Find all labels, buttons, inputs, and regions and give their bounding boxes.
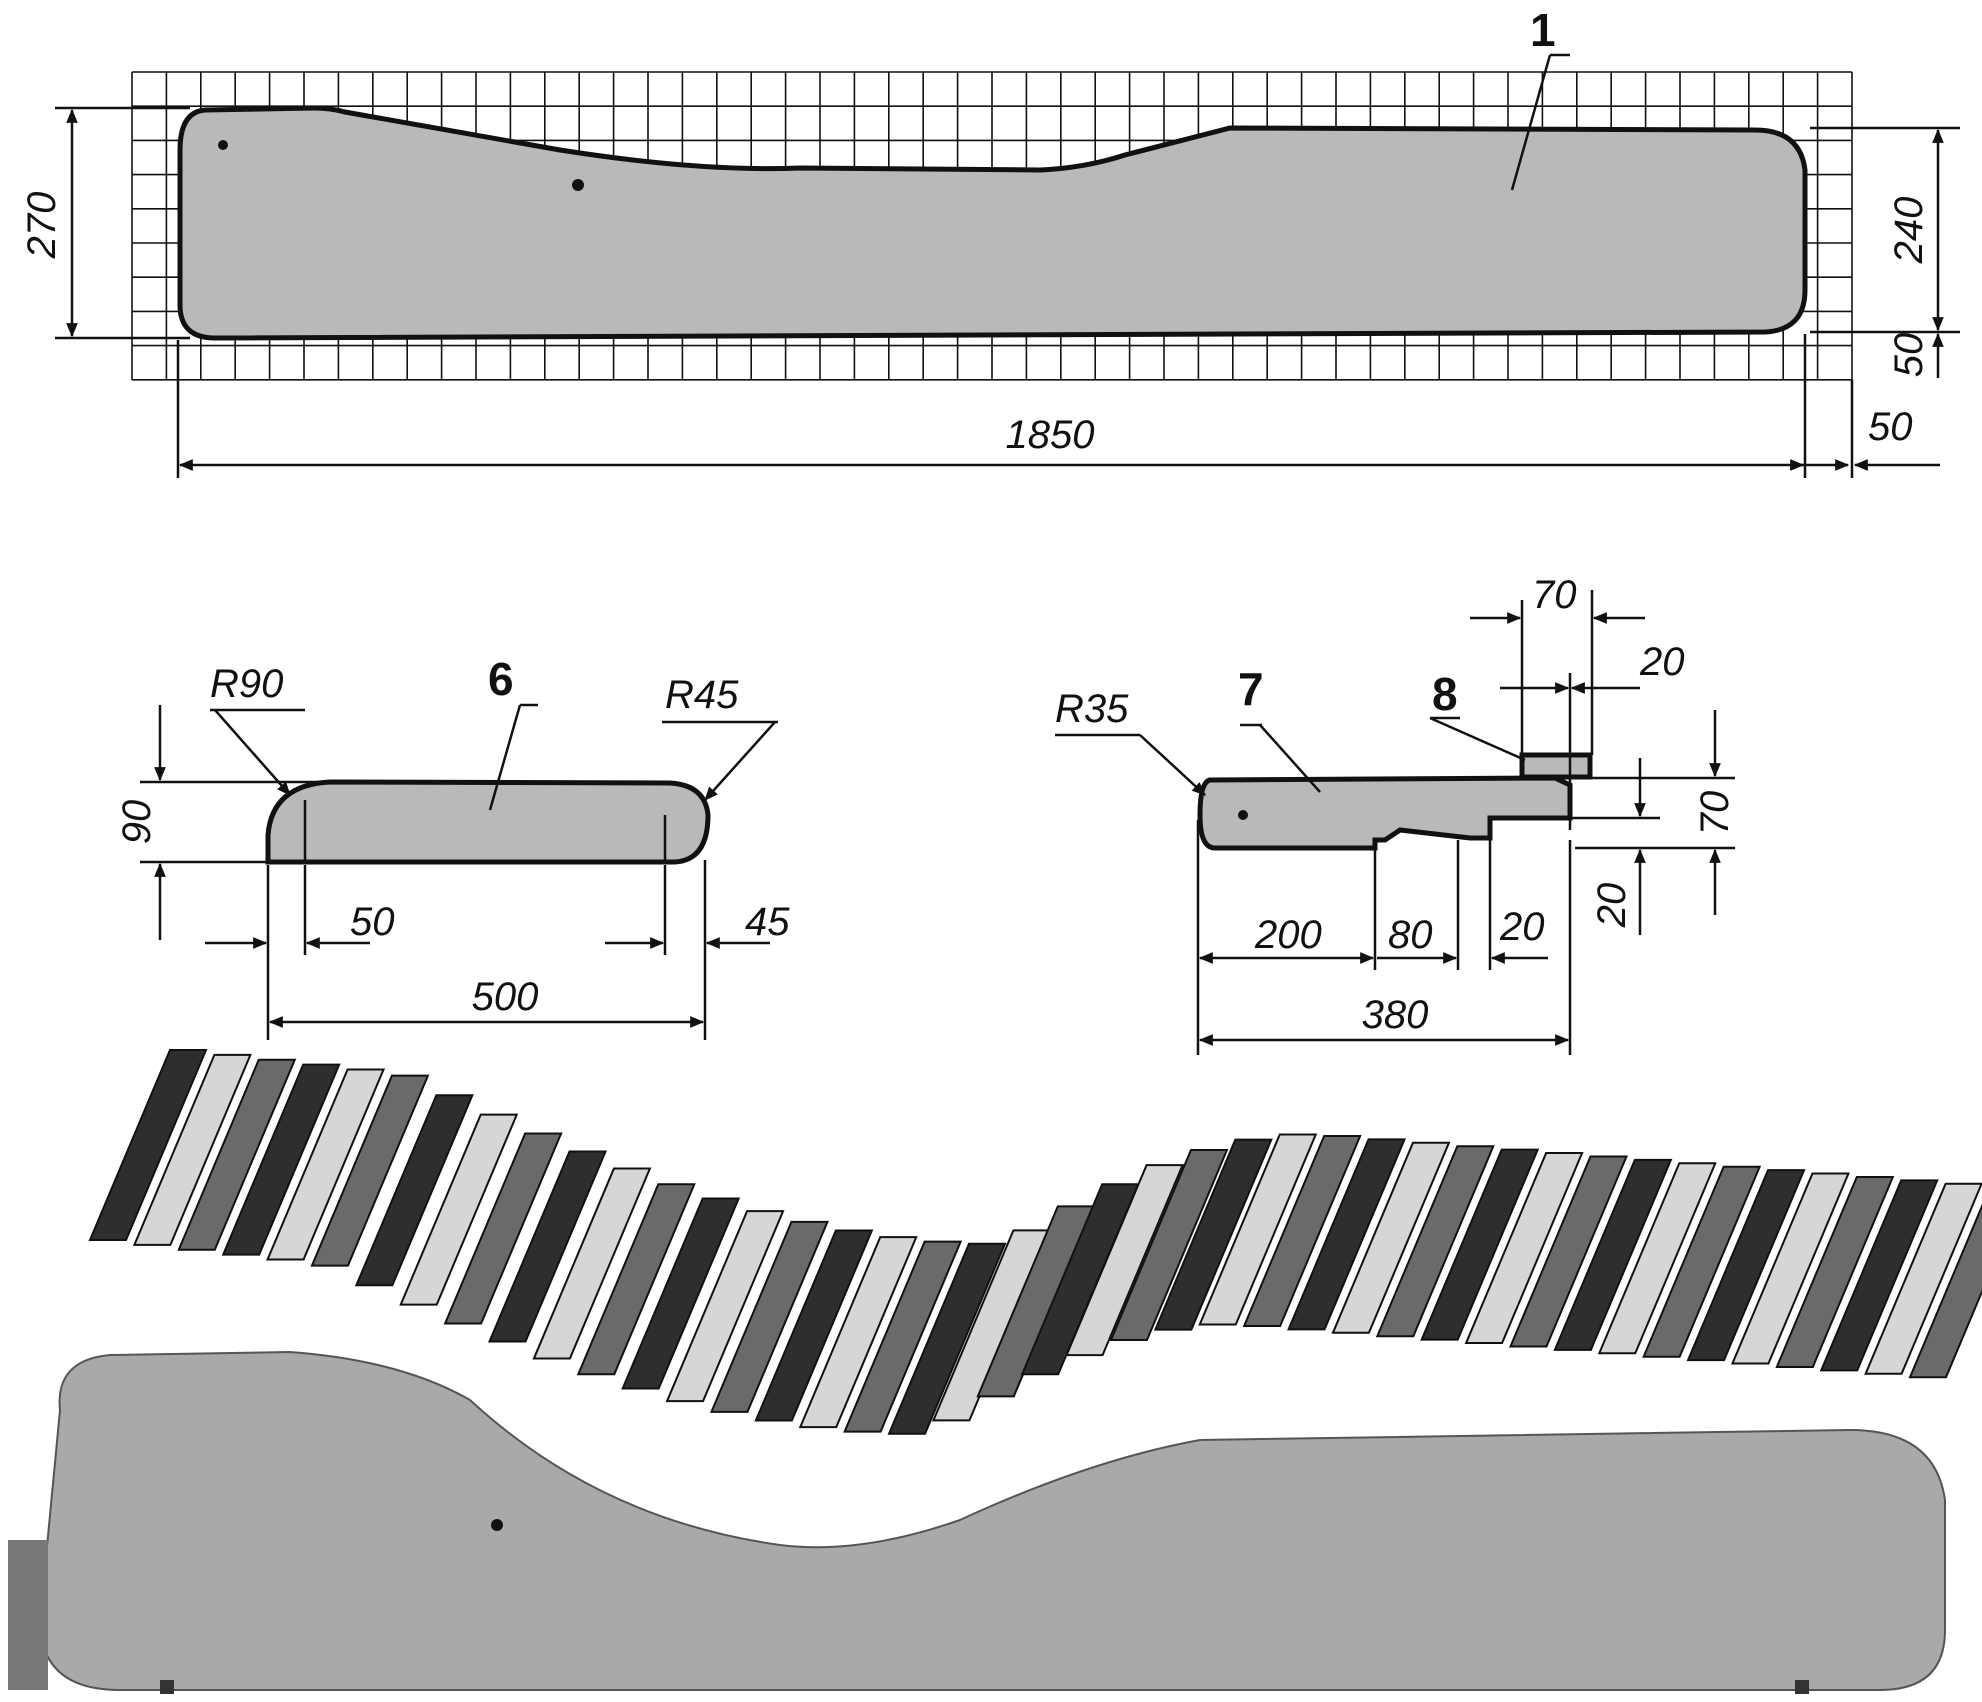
- slat: [1287, 1138, 1407, 1331]
- side-panel-drawing: 1 270 240 50 1850 50: [20, 4, 1960, 478]
- side-panel-shape: [177, 105, 1808, 341]
- slat: [1819, 1179, 1939, 1372]
- foot: [160, 1680, 174, 1694]
- height-label: 70: [1693, 791, 1737, 836]
- slat: [1597, 1162, 1717, 1355]
- slat: [1642, 1165, 1762, 1358]
- slat: [1242, 1134, 1362, 1327]
- slat: [399, 1113, 519, 1306]
- slat: [576, 1183, 696, 1376]
- hole-mark: [572, 179, 584, 191]
- slat: [1109, 1148, 1229, 1341]
- leader-line: [704, 721, 776, 801]
- slat: [1153, 1138, 1273, 1331]
- slat: [532, 1167, 652, 1360]
- length-label: 380: [1362, 993, 1429, 1037]
- height-label: 90: [115, 800, 159, 845]
- foot: [1795, 1680, 1809, 1694]
- part-8-shape: [1519, 752, 1593, 780]
- height-left-label: 270: [20, 192, 64, 260]
- slat: [177, 1058, 297, 1251]
- part-7-drawing: R35 7 8 70 20 70 20: [1055, 573, 1737, 1055]
- offset-right-label: 45: [745, 900, 790, 944]
- slat-group: [88, 1049, 1982, 1435]
- slat: [1686, 1169, 1806, 1362]
- overall-length-label: 1850: [1006, 413, 1095, 457]
- slat: [488, 1150, 608, 1343]
- segment-20-label: 20: [1499, 905, 1545, 949]
- slat: [1420, 1148, 1540, 1341]
- slat: [709, 1220, 829, 1413]
- part-number-1: 1: [1530, 4, 1556, 56]
- lounger-photo: [0, 1049, 1982, 1697]
- leader-line: [1510, 54, 1552, 191]
- slat: [887, 1242, 1007, 1435]
- part-6-shape: [265, 779, 711, 865]
- slat: [354, 1094, 474, 1287]
- length-label: 500: [472, 975, 539, 1019]
- hole-mark: [491, 1519, 503, 1531]
- radius-right-label: R45: [665, 673, 739, 717]
- leader-line: [1429, 716, 1526, 762]
- slat: [665, 1210, 785, 1403]
- slat: [1065, 1164, 1185, 1357]
- segment-80-label: 80: [1388, 913, 1433, 957]
- slat: [1375, 1145, 1495, 1338]
- leader-line: [1139, 734, 1206, 796]
- slat: [221, 1063, 341, 1256]
- panel-edge-band: [8, 1540, 48, 1690]
- part-number-8: 8: [1432, 668, 1458, 720]
- part-number-7: 7: [1238, 663, 1264, 715]
- leader-line: [1259, 724, 1321, 793]
- side-panel-photo: [38, 1350, 1946, 1691]
- slat: [1730, 1172, 1850, 1365]
- height-right-label: 240: [1887, 197, 1931, 265]
- step-height-label: 20: [1590, 883, 1634, 929]
- hole-mark: [1238, 810, 1248, 820]
- slat: [1775, 1175, 1895, 1368]
- slat: [132, 1053, 252, 1246]
- slat: [798, 1236, 918, 1429]
- slat: [443, 1132, 563, 1325]
- part-6-drawing: R90 R45 6 90 50 45 500: [115, 653, 790, 1040]
- leader-line: [488, 704, 522, 811]
- radius-label: R35: [1055, 687, 1129, 731]
- grid-step-horizontal-label: 50: [1868, 405, 1913, 449]
- slat: [266, 1068, 386, 1261]
- slat: [310, 1074, 430, 1267]
- slat: [843, 1240, 963, 1433]
- segment-200-label: 200: [1254, 913, 1322, 957]
- part-7-shape: [1197, 775, 1573, 851]
- slat: [1508, 1155, 1628, 1348]
- insert-offset-label: 20: [1639, 640, 1685, 684]
- slat: [754, 1229, 874, 1422]
- grid-step-vertical-label: 50: [1887, 333, 1931, 378]
- part-number-6: 6: [488, 653, 514, 705]
- slat: [1908, 1203, 1982, 1379]
- insert-width-label: 70: [1532, 573, 1577, 617]
- slat: [1464, 1152, 1584, 1345]
- slat: [88, 1049, 208, 1241]
- slat: [1553, 1158, 1673, 1351]
- offset-left-label: 50: [350, 900, 395, 944]
- slat: [1198, 1133, 1318, 1326]
- hole-mark: [218, 140, 228, 150]
- slat: [1331, 1141, 1451, 1334]
- radius-left-label: R90: [210, 662, 283, 706]
- slat: [621, 1197, 741, 1390]
